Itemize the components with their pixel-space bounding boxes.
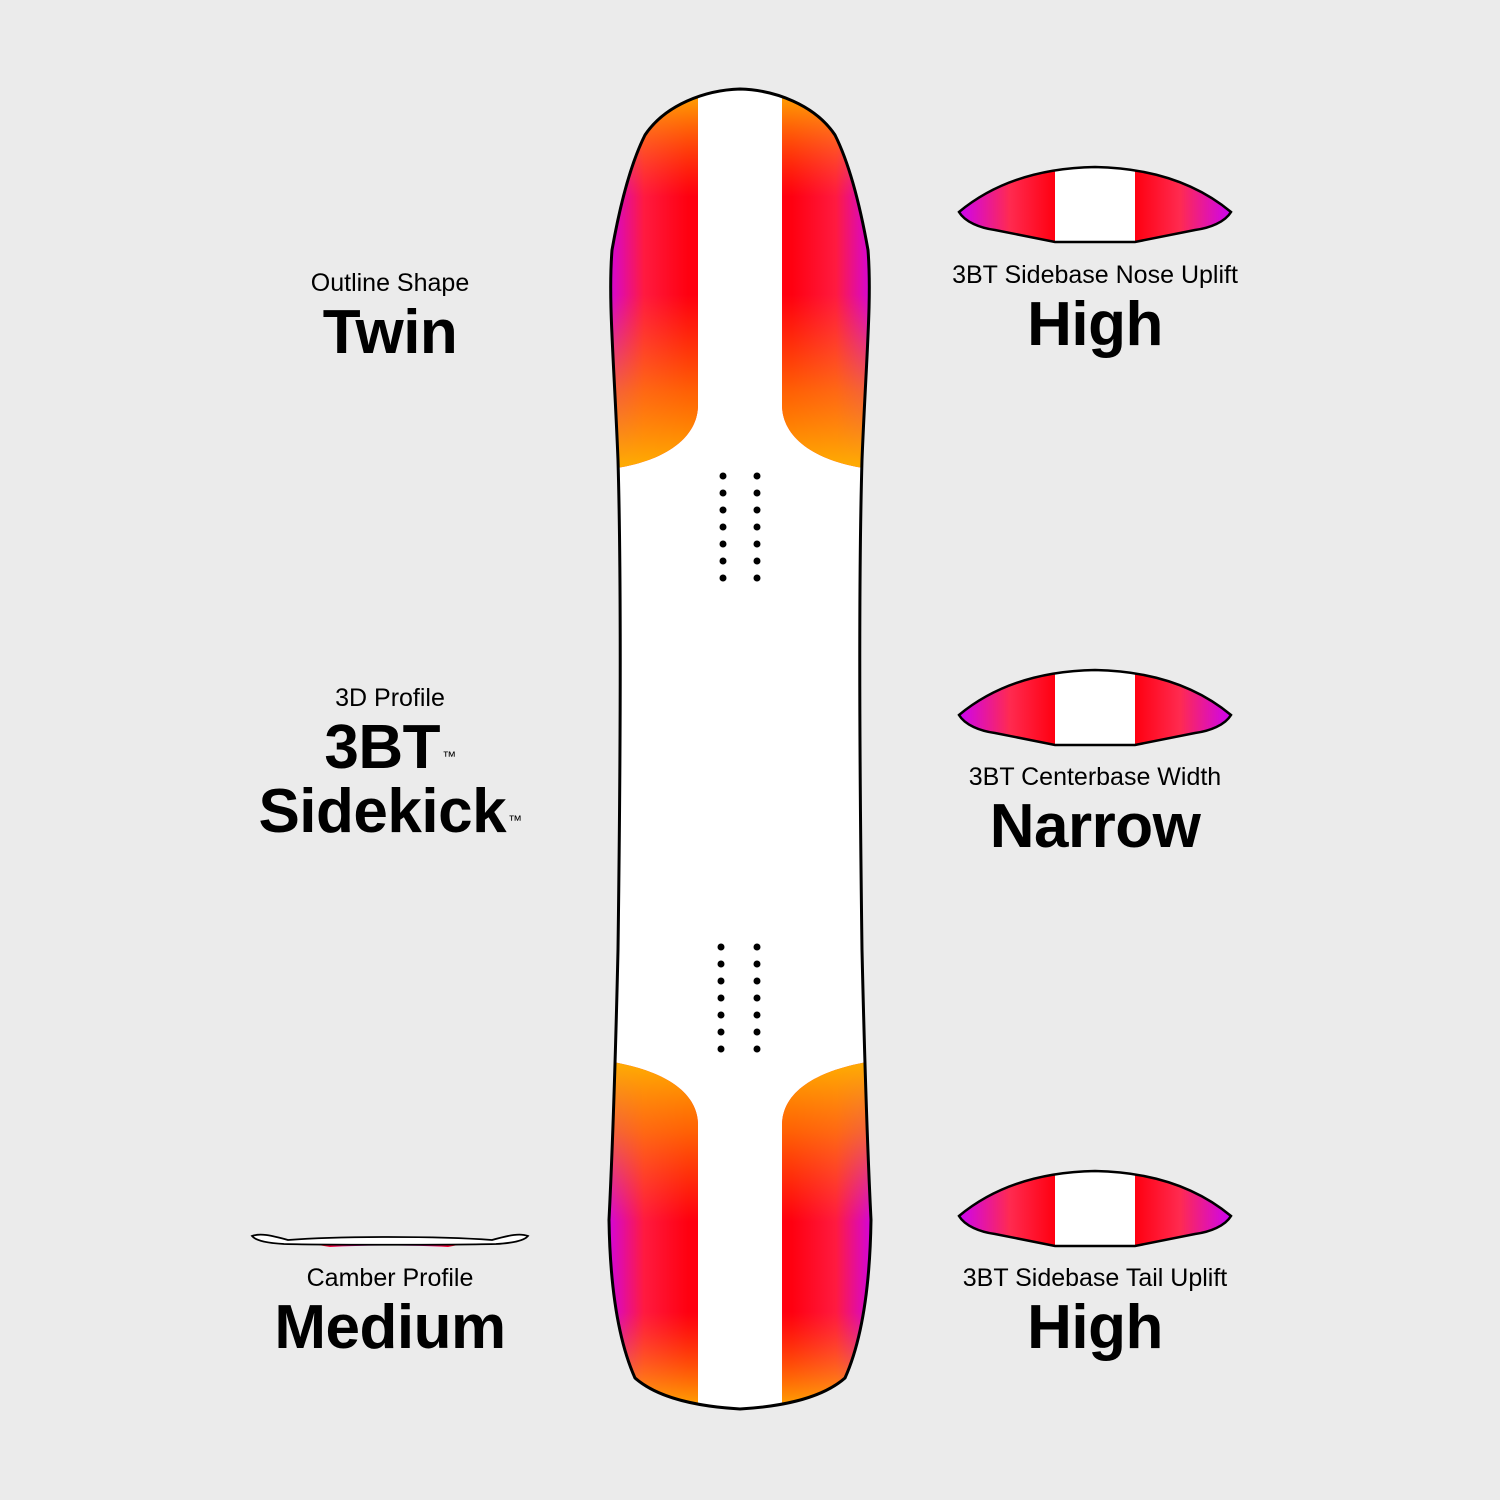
camber-profile-icon bbox=[250, 1233, 530, 1247]
binding-inserts-rear bbox=[717, 943, 761, 1053]
spec-outline-shape: Outline Shape Twin bbox=[311, 268, 469, 368]
spec-centerbase-width: 3BT Centerbase Width Narrow bbox=[969, 762, 1221, 862]
spec-label: 3BT Sidebase Nose Uplift bbox=[952, 261, 1238, 289]
spec-label: Outline Shape bbox=[310, 269, 470, 297]
spec-value: Medium bbox=[274, 1293, 506, 1362]
trademark-symbol: ™ bbox=[508, 812, 522, 828]
spec-label: 3BT Sidebase Tail Uplift bbox=[962, 1264, 1228, 1292]
spec-label: 3BT Centerbase Width bbox=[968, 763, 1222, 791]
spec-value: High bbox=[1027, 290, 1163, 359]
spec-tail-uplift: 3BT Sidebase Tail Uplift High bbox=[963, 1263, 1228, 1363]
spec-nose-uplift: 3BT Sidebase Nose Uplift High bbox=[952, 260, 1238, 360]
spec-value: Twin bbox=[322, 298, 458, 367]
spec-value: High bbox=[1027, 1293, 1163, 1362]
spec-label: 3D Profile bbox=[335, 684, 445, 712]
spec-value: Narrow bbox=[989, 792, 1201, 861]
binding-inserts-front bbox=[719, 472, 761, 582]
base-cross-section-icon bbox=[957, 165, 1233, 244]
trademark-symbol: ™ bbox=[442, 748, 456, 764]
spec-camber-profile: Camber Profile Medium bbox=[274, 1263, 506, 1363]
base-cross-section-icon bbox=[957, 668, 1233, 747]
spec-label: Camber Profile bbox=[306, 1264, 474, 1292]
base-cross-section-icon bbox=[957, 1169, 1233, 1248]
